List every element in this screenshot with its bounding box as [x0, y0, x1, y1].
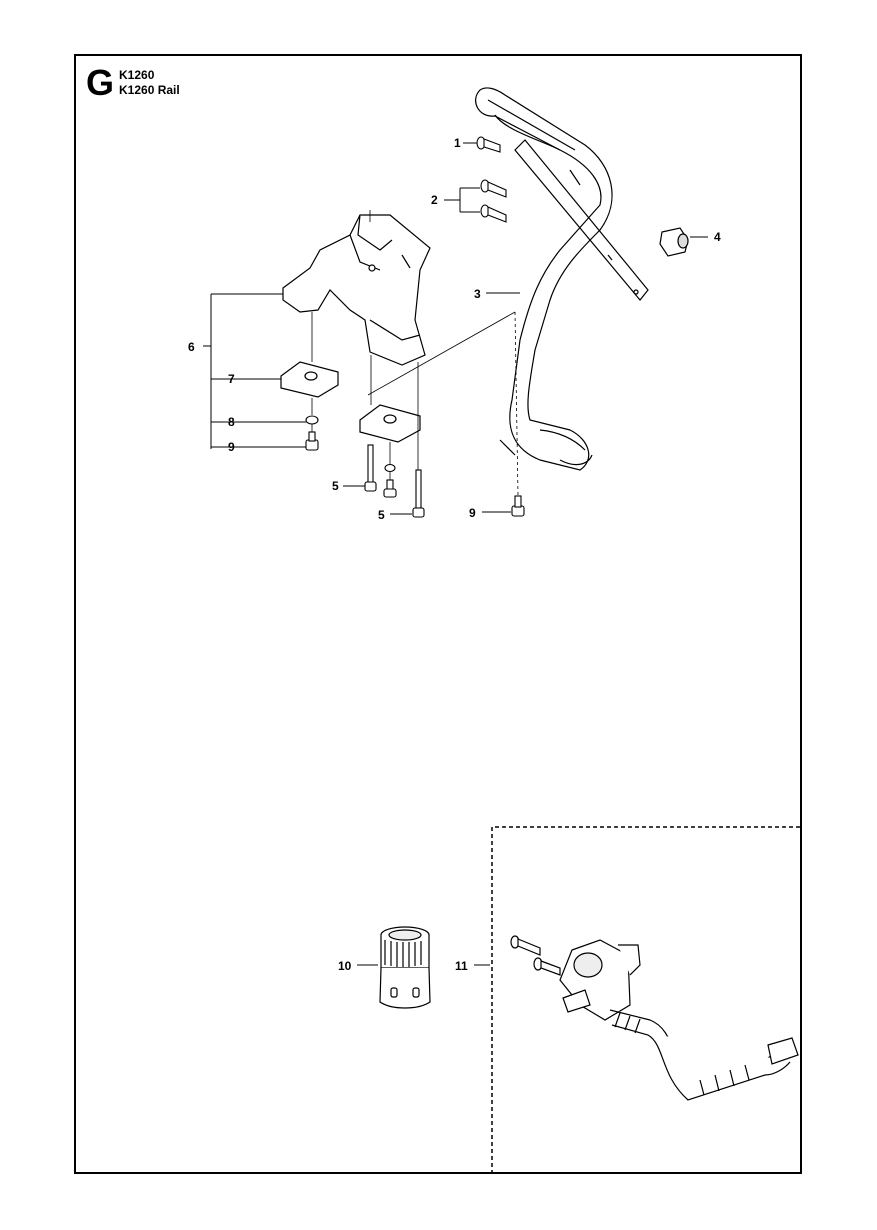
callout-11: 11 [455, 959, 468, 973]
callout-5-left: 5 [332, 479, 339, 493]
rail-handle [475, 87, 613, 471]
callout-6: 6 [188, 340, 195, 354]
diagram-frame [74, 54, 802, 1174]
callout-10: 10 [338, 959, 352, 973]
callout-1: 1 [454, 136, 461, 150]
washer-part-8 [305, 415, 396, 473]
water-kit-part-11 [510, 935, 799, 1101]
callout-5-right: 5 [378, 508, 385, 522]
mount-bracket [282, 214, 431, 366]
nut-part-4 [659, 227, 689, 257]
assembly-lines [311, 210, 519, 497]
plate-part-7 [280, 361, 421, 443]
section-letter: G [86, 62, 115, 103]
callout-4: 4 [714, 230, 721, 244]
cross-bar [514, 139, 649, 301]
model-subtitle: K1260 Rail [119, 83, 180, 97]
callout-9-left: 9 [228, 440, 235, 454]
model-title: K1260 [119, 68, 155, 82]
leader-lines [203, 142, 708, 966]
coupling-part-10 [379, 926, 431, 1009]
callout-7: 7 [228, 372, 235, 386]
callout-3: 3 [474, 287, 481, 301]
callout-8: 8 [228, 415, 235, 429]
bolts-part-5 [364, 444, 425, 518]
screw-part-9 [305, 431, 525, 517]
callout-2: 2 [431, 193, 438, 207]
screws-part-2 [480, 179, 507, 223]
screw-part-1 [476, 136, 501, 153]
kit-dashed-border [491, 826, 802, 1174]
callout-9-right: 9 [469, 506, 476, 520]
